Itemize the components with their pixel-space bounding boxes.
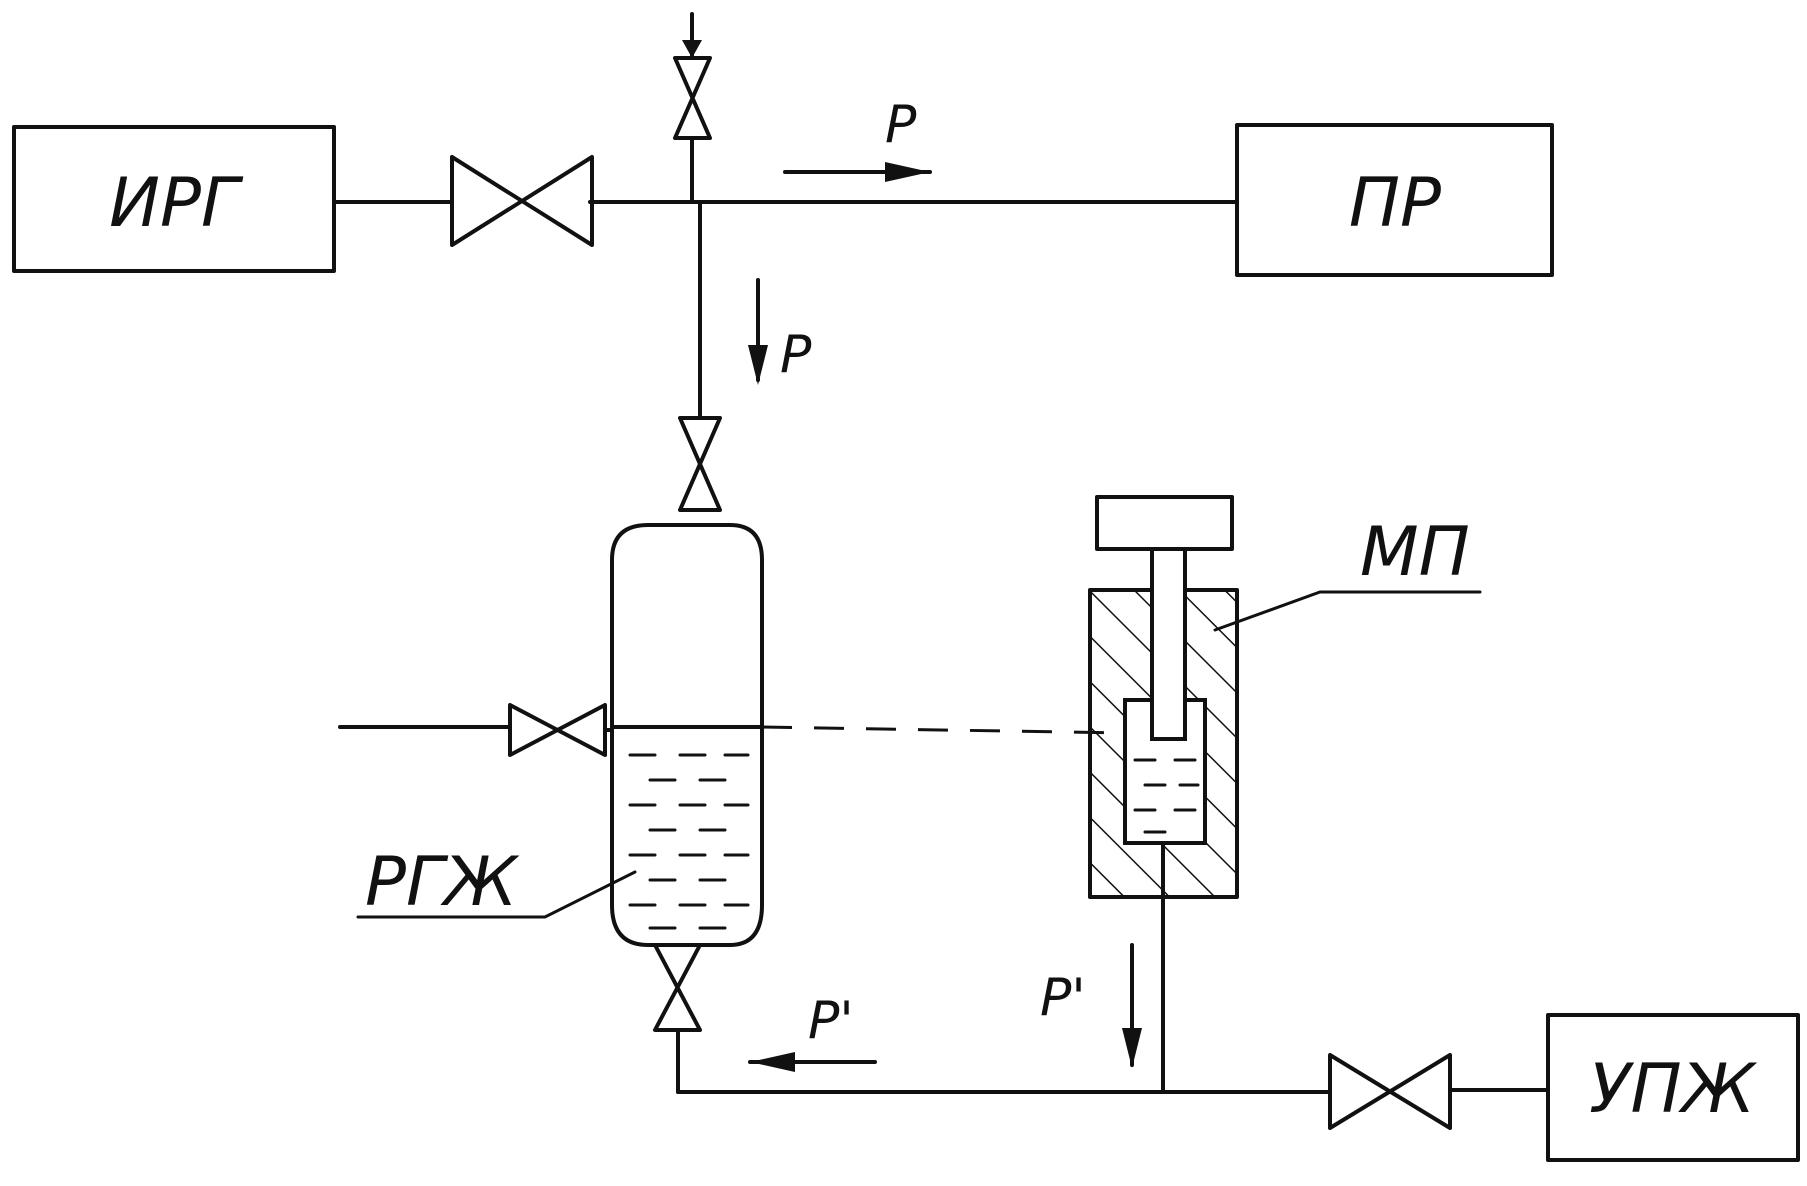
- p-prime-label-horizontal: Р': [808, 991, 854, 1051]
- rgzh-callout: РГЖ: [356, 843, 637, 922]
- mp-piston-gauge: [1088, 495, 1239, 1094]
- irg-block: ИРГ: [12, 125, 336, 273]
- p-label-vertical: Р: [780, 325, 812, 385]
- bottom-pipeline: [676, 1088, 1550, 1094]
- valve-irg: [450, 155, 594, 247]
- side-valve: [338, 703, 614, 757]
- top-inlet: [673, 12, 712, 204]
- valve-upzh: [1328, 1053, 1452, 1130]
- p-prime-arrow-vertical: Р': [1040, 943, 1142, 1068]
- liquid-dashes: [628, 753, 750, 930]
- irg-label: ИРГ: [109, 164, 244, 243]
- rgzh-label: РГЖ: [365, 843, 520, 922]
- p-label-horizontal: Р: [885, 95, 917, 155]
- upzh-block: УПЖ: [1546, 1013, 1800, 1162]
- upzh-label: УПЖ: [1589, 1050, 1758, 1129]
- p-arrow-horizontal: Р: [783, 95, 932, 182]
- p-prime-label-vertical: Р': [1040, 968, 1086, 1028]
- mp-callout: МП: [1213, 513, 1482, 632]
- pr-label: ПР: [1349, 164, 1441, 243]
- p-prime-arrow-horizontal: Р': [748, 991, 877, 1072]
- vertical-p-line: Р: [678, 200, 812, 512]
- bottom-valve: [653, 943, 702, 1094]
- mp-label: МП: [1360, 513, 1470, 592]
- pr-block: ПР: [1235, 123, 1554, 277]
- rgzh-vessel: [610, 523, 764, 947]
- level-dashed-line: [761, 725, 1126, 735]
